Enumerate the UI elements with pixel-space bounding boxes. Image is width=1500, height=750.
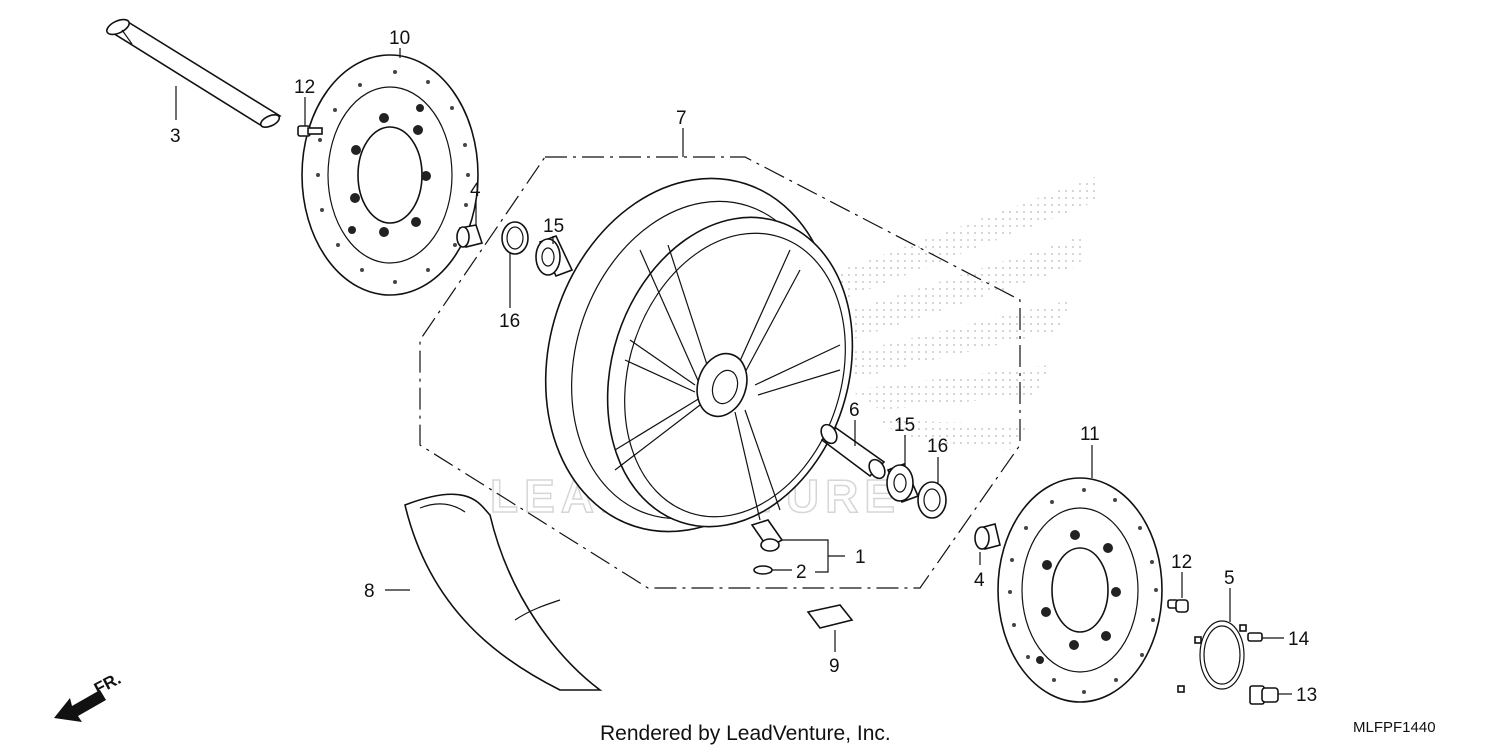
- brake-disc-right[interactable]: [997, 477, 1163, 703]
- balance-weight[interactable]: [806, 604, 854, 629]
- leader-lines: [175, 48, 1292, 695]
- callout-2[interactable]: 2: [796, 562, 807, 583]
- watermark-wing-logo: [760, 175, 1100, 450]
- valve-o-ring[interactable]: [753, 565, 773, 575]
- callout-5[interactable]: 5: [1224, 568, 1235, 589]
- front-direction-arrow: [54, 690, 106, 722]
- dust-seal-right[interactable]: [917, 481, 947, 519]
- callout-8[interactable]: 8: [364, 581, 375, 602]
- bearing-left[interactable]: [535, 234, 574, 278]
- pulser-ring[interactable]: [1177, 620, 1247, 693]
- distance-collar[interactable]: [818, 422, 888, 481]
- side-collar-right[interactable]: [974, 523, 1001, 550]
- callout-4-right[interactable]: 4: [974, 570, 985, 591]
- callout-16-left[interactable]: 16: [499, 311, 520, 332]
- callout-12-right[interactable]: 12: [1171, 552, 1192, 573]
- callout-9[interactable]: 9: [829, 656, 840, 677]
- callout-16-right[interactable]: 16: [927, 436, 948, 457]
- brake-disc-left[interactable]: [301, 54, 479, 296]
- callout-1[interactable]: 1: [855, 547, 866, 568]
- callout-7[interactable]: 7: [676, 108, 687, 129]
- tire[interactable]: [404, 493, 603, 691]
- disc-bolt-right[interactable]: [1167, 599, 1189, 613]
- side-collar-left[interactable]: [456, 224, 484, 248]
- bearing-right[interactable]: [886, 462, 920, 504]
- callout-14[interactable]: 14: [1288, 629, 1310, 650]
- axle-shaft[interactable]: [105, 16, 282, 129]
- front-wheel[interactable]: [501, 141, 891, 570]
- diagram-code: MLFPF1440: [1353, 719, 1436, 736]
- valve-stem[interactable]: [750, 519, 784, 552]
- callout-15-right[interactable]: 15: [894, 415, 915, 436]
- pulser-screw[interactable]: [1247, 632, 1263, 642]
- rendered-by-credit: Rendered by LeadVenture, Inc.: [600, 722, 891, 745]
- callout-labels: 1 2 3 4 4 5 6 7 8 9 10 11 12 12 13 14 15…: [170, 28, 1317, 706]
- callout-4-left[interactable]: 4: [470, 180, 481, 201]
- flange-bolt[interactable]: [1249, 685, 1279, 705]
- wheel-assembly-outline: [419, 156, 1021, 589]
- callout-11[interactable]: 11: [1080, 424, 1100, 445]
- disc-bolt-left[interactable]: [297, 125, 323, 137]
- callout-13[interactable]: 13: [1296, 685, 1317, 706]
- dust-seal-left[interactable]: [501, 221, 529, 255]
- callout-3[interactable]: 3: [170, 126, 181, 147]
- callout-15-left[interactable]: 15: [543, 216, 564, 237]
- callout-10[interactable]: 10: [389, 28, 410, 49]
- callout-12-left[interactable]: 12: [294, 77, 315, 98]
- callout-6[interactable]: 6: [849, 400, 860, 421]
